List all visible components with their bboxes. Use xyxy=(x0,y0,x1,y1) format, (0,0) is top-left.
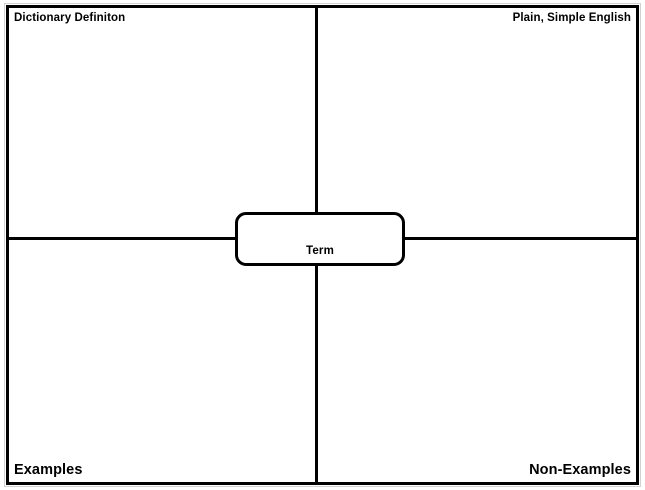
quadrant-label-plain-simple-english: Plain, Simple English xyxy=(512,12,631,24)
center-term-label: Term xyxy=(305,245,335,257)
quadrant-label-examples: Examples xyxy=(14,462,83,478)
frame-outer-edge xyxy=(4,3,641,487)
quadrant-non-examples[interactable] xyxy=(318,240,636,482)
quadrant-plain-simple-english[interactable] xyxy=(318,8,636,237)
quadrant-dictionary-definition[interactable] xyxy=(9,8,315,237)
diagram-outer-frame xyxy=(6,5,639,485)
quadrant-examples[interactable] xyxy=(9,240,315,482)
quadrant-label-dictionary-definition: Dictionary Definiton xyxy=(14,12,126,24)
quadrant-label-non-examples: Non-Examples xyxy=(529,462,631,478)
center-term-box[interactable]: Term xyxy=(235,212,405,266)
